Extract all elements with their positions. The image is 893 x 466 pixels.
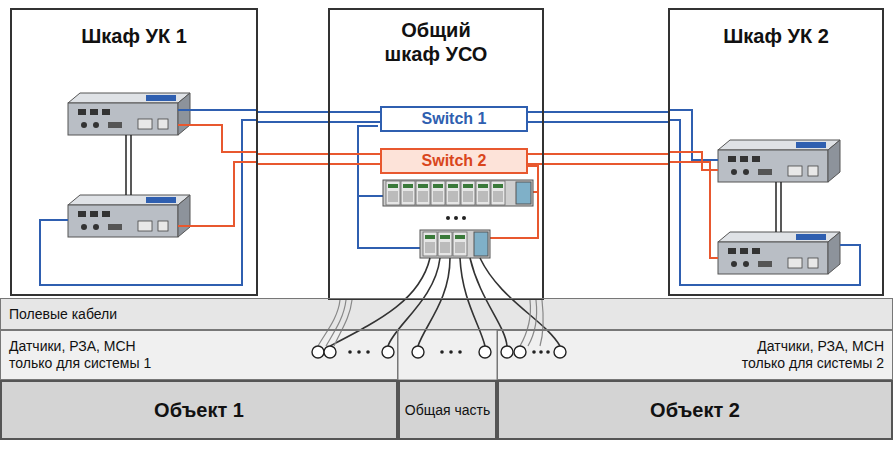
sensor-group-cell: Датчики, РЗА, МСН только для системы 1 xyxy=(0,330,398,380)
io-module-rack xyxy=(420,230,490,258)
control-cabinet: Шкаф УК 1 xyxy=(10,8,258,296)
ellipsis-dots xyxy=(348,350,550,354)
band-fill xyxy=(0,298,893,330)
node-label: Общая часть xyxy=(405,402,490,419)
node-label: Switch 2 xyxy=(422,151,487,170)
io-cabinet: Общий шкаф УСО Switch 1 Switch 2 xyxy=(328,8,544,300)
io-module xyxy=(386,181,400,205)
node-label: Полевые кабели xyxy=(9,306,117,323)
sensor-group-cell: Датчики, РЗА, МСН только для системы 2 xyxy=(497,330,893,380)
node-label: Датчики, РЗА, МСН только для системы 2 xyxy=(724,338,884,372)
network-cable xyxy=(257,112,380,122)
io-module xyxy=(423,232,437,256)
io-module xyxy=(431,181,445,205)
network-cable xyxy=(528,154,669,164)
control-cabinet: Шкаф УК 2 xyxy=(668,8,884,296)
node-label: Датчики, РЗА, МСН только для системы 1 xyxy=(9,338,169,372)
node-label: Шкаф УК 2 xyxy=(723,24,829,48)
computer xyxy=(68,93,190,135)
io-module xyxy=(491,181,505,205)
field-cables xyxy=(330,258,560,346)
io-module xyxy=(453,232,467,256)
node-label: Общий шкаф УСО xyxy=(376,18,496,66)
io-module xyxy=(476,181,490,205)
computer xyxy=(718,140,840,182)
node-label: Объект 1 xyxy=(154,398,244,422)
node-label: Шкаф УК 1 xyxy=(81,24,187,48)
network-cable xyxy=(257,154,380,164)
io-module xyxy=(401,181,415,205)
io-module xyxy=(461,181,475,205)
io-module xyxy=(416,181,430,205)
object-cell: Объект 1 xyxy=(0,380,398,440)
band-fill xyxy=(0,380,893,440)
band-fill xyxy=(0,330,893,380)
common-part-cell: Общая часть xyxy=(398,380,497,440)
io-module xyxy=(446,181,460,205)
io-module xyxy=(438,232,452,256)
io-module-rack xyxy=(383,180,533,206)
field-cable-band: Полевые кабели xyxy=(0,298,893,330)
computer xyxy=(68,195,190,237)
link-between-computers xyxy=(126,135,781,232)
ellipsis-dots xyxy=(446,216,466,220)
network-switch: Switch 2 xyxy=(380,148,528,174)
sensor-circles xyxy=(312,346,566,358)
network-cable xyxy=(528,112,669,122)
object-cell: Объект 2 xyxy=(497,380,893,440)
field-cables xyxy=(318,300,543,346)
computer xyxy=(718,232,840,274)
network-switch: Switch 1 xyxy=(380,106,528,132)
node-label: Switch 1 xyxy=(422,109,487,128)
node-label: Объект 2 xyxy=(650,398,740,422)
